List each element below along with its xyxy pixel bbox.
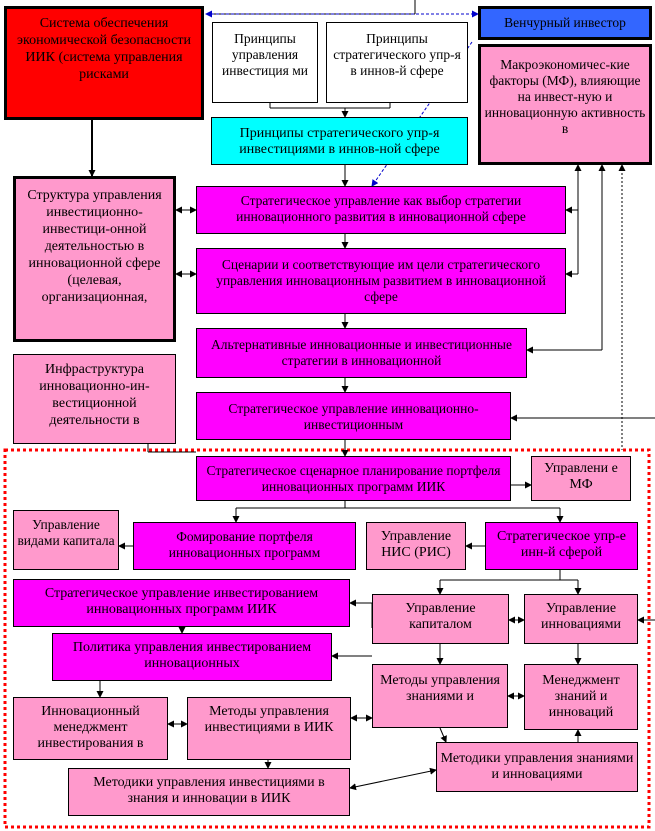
manage-mf-box: Управлени е МФ bbox=[531, 456, 631, 501]
km-techniques-label: Методики управления знаниями и инновация… bbox=[440, 751, 634, 782]
scenarios-label: Сценарии и соответствующие им цели страт… bbox=[216, 257, 546, 304]
scenario-planning-box: Стратегическое сценарное планирование по… bbox=[196, 456, 511, 501]
principles-strategic-label: Принципы стратегического упр-я в иннов-й… bbox=[333, 31, 461, 78]
km-mgmt-box: Менеджмент знаний и инноваций bbox=[524, 664, 638, 730]
invest-techniques-box: Методики управления инвестициями в знани… bbox=[68, 768, 350, 816]
security-system-box: Система обеспечения экономической безопа… bbox=[4, 6, 204, 120]
alternatives-label: Альтернативные инновационные и инвестици… bbox=[211, 337, 512, 368]
structure-label: Структура управления инвестиционно-инвес… bbox=[27, 188, 162, 305]
invest-programs-box: Стратегическое управление инвестирование… bbox=[13, 579, 350, 627]
strategic-principles-box: Принципы стратегического упр-я инвестици… bbox=[211, 117, 468, 165]
strategic-mgmt-label: Стратегическое управление инновационно-и… bbox=[228, 401, 479, 432]
km-methods-box: Методы управления знаниями и bbox=[372, 664, 508, 728]
infrastructure-box: Инфраструктура инновационно-ин-вестицион… bbox=[13, 354, 176, 444]
macro-factors-box: Макроэкономичес-кие факторы (МФ), влияющ… bbox=[478, 44, 652, 165]
venture-investor-box: Венчурный инвестор bbox=[478, 6, 652, 40]
principles-mgmt-label: Принципы управления инвестиция ми bbox=[222, 31, 308, 78]
scenarios-box: Сценарии и соответствующие им цели страт… bbox=[196, 248, 566, 314]
km-mgmt-label: Менеджмент знаний и инноваций bbox=[542, 673, 620, 720]
portfolio-label: Фомирование портфеля инновационных прогр… bbox=[168, 529, 321, 560]
invest-programs-label: Стратегическое управление инвестирование… bbox=[44, 586, 319, 617]
portfolio-box: Фомирование портфеля инновационных прогр… bbox=[133, 522, 356, 570]
innov-mgmt-box: Инновационный менеджмент инвестирования … bbox=[13, 697, 168, 760]
scenario-planning-label: Стратегическое сценарное планирование по… bbox=[206, 463, 501, 494]
capital-types-box: Управление видами капитала bbox=[13, 510, 119, 570]
security-system-label: Система обеспечения экономической безопа… bbox=[17, 16, 191, 82]
nis-label: Управление НИС (РИС) bbox=[380, 529, 452, 560]
invest-policy-box: Политика управления инвестированием инно… bbox=[52, 633, 332, 681]
strategic-innov-box: Стратегическое упр-е инн-й сферой bbox=[485, 522, 638, 570]
structure-box: Структура управления инвестиционно-инвес… bbox=[13, 176, 176, 342]
manage-mf-label: Управлени е МФ bbox=[544, 461, 618, 492]
km-techniques-box: Методики управления знаниями и инновация… bbox=[436, 742, 638, 792]
strategic-mgmt-box: Стратегическое управление инновационно-и… bbox=[196, 392, 511, 440]
invest-methods-box: Методы управления инвестициями в ИИК bbox=[187, 697, 351, 760]
innov-mgmt-label: Инновационный менеджмент инвестирования … bbox=[37, 704, 144, 751]
invest-methods-label: Методы управления инвестициями в ИИК bbox=[204, 704, 334, 735]
invest-techniques-label: Методики управления инвестициями в знани… bbox=[93, 775, 325, 806]
strategic-innov-label: Стратегическое упр-е инн-й сферой bbox=[496, 529, 627, 560]
innovations-label: Управление инновациями bbox=[541, 601, 621, 632]
principles-mgmt-box: Принципы управления инвестиция ми bbox=[212, 22, 318, 103]
alternatives-box: Альтернативные инновационные и инвестици… bbox=[196, 328, 527, 378]
capital-label: Управление капиталом bbox=[405, 601, 476, 632]
km-methods-label: Методы управления знаниями и bbox=[380, 673, 500, 704]
strategic-principles-label: Принципы стратегического упр-я инвестици… bbox=[239, 126, 440, 157]
infrastructure-label: Инфраструктура инновационно-ин-вестицион… bbox=[39, 362, 150, 428]
venture-investor-label: Венчурный инвестор bbox=[504, 15, 626, 30]
principles-strategic-box: Принципы стратегического упр-я в иннов-й… bbox=[326, 22, 468, 103]
invest-policy-label: Политика управления инвестированием инно… bbox=[72, 640, 312, 671]
capital-box: Управление капиталом bbox=[372, 594, 509, 644]
strategy-choice-label: Стратегическое управление как выбор стра… bbox=[236, 193, 526, 224]
innovations-box: Управление инновациями bbox=[524, 594, 638, 644]
capital-types-label: Управление видами капитала bbox=[17, 517, 115, 548]
nis-box: Управление НИС (РИС) bbox=[366, 522, 466, 570]
macro-factors-label: Макроэкономичес-кие факторы (МФ), влияющ… bbox=[484, 57, 646, 136]
strategy-choice-box: Стратегическое управление как выбор стра… bbox=[196, 186, 566, 234]
